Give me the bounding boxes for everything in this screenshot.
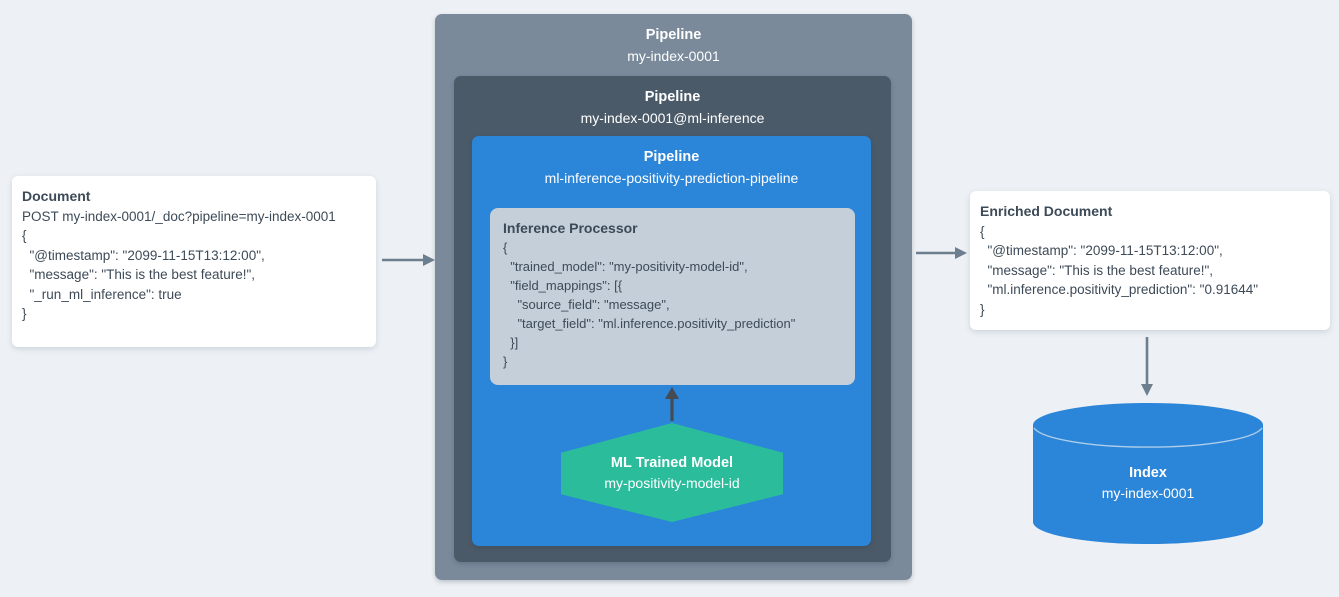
arrow-up-icon <box>665 387 679 421</box>
inference-processor-box: Inference Processor { "trained_model": "… <box>490 208 855 385</box>
ml-trained-model-name: my-positivity-model-id <box>604 474 740 491</box>
enriched-document-card-title: Enriched Document <box>980 203 1113 219</box>
pipeline-box-outer: Pipeline my-index-0001 Pipeline my-index… <box>435 14 912 580</box>
pipeline-outer-label: Pipeline <box>645 27 702 43</box>
arrow-down-icon <box>1141 337 1153 396</box>
enriched-document-card-json: { "@timestamp": "2099-11-15T13:12:00", "… <box>980 223 1259 317</box>
document-card-json: POST my-index-0001/_doc?pipeline=my-inde… <box>22 208 336 322</box>
pipeline-inner-name: ml-inference-positivity-prediction-pipel… <box>544 170 799 186</box>
pipeline-mid-header: Pipeline my-index-0001@ml-inference <box>454 76 891 129</box>
index-name: my-index-0001 <box>1101 485 1195 501</box>
index-title: Index <box>1129 465 1167 481</box>
enriched-document-card: Enriched Document { "@timestamp": "2099-… <box>970 191 1330 330</box>
pipeline-mid-name: my-index-0001@ml-inference <box>580 110 765 126</box>
arrow-right-icon <box>382 254 435 266</box>
pipeline-inner-label: Pipeline <box>643 149 700 165</box>
pipeline-box-prediction: Pipeline ml-inference-positivity-predict… <box>472 136 871 546</box>
index-node: Index my-index-0001 <box>1033 403 1263 545</box>
ml-trained-model-title: ML Trained Model <box>610 454 734 471</box>
index-cylinder-icon <box>1033 403 1263 544</box>
index-label: Index my-index-0001 <box>1033 463 1263 503</box>
document-card: Document POST my-index-0001/_doc?pipelin… <box>12 176 376 347</box>
inference-processor-title: Inference Processor <box>503 220 638 236</box>
pipeline-outer-header: Pipeline my-index-0001 <box>435 14 912 67</box>
pipeline-outer-name: my-index-0001 <box>627 48 720 64</box>
ml-trained-model-node: ML Trained Model my-positivity-model-id <box>561 423 783 522</box>
pipeline-box-ml-inference: Pipeline my-index-0001@ml-inference Pipe… <box>454 76 891 562</box>
inference-processor-json: { "trained_model": "my-positivity-model-… <box>503 240 796 369</box>
arrow-right-icon <box>916 247 967 259</box>
pipeline-mid-label: Pipeline <box>644 89 701 105</box>
document-card-title: Document <box>22 188 91 204</box>
pipeline-inner-header: Pipeline ml-inference-positivity-predict… <box>472 136 871 189</box>
